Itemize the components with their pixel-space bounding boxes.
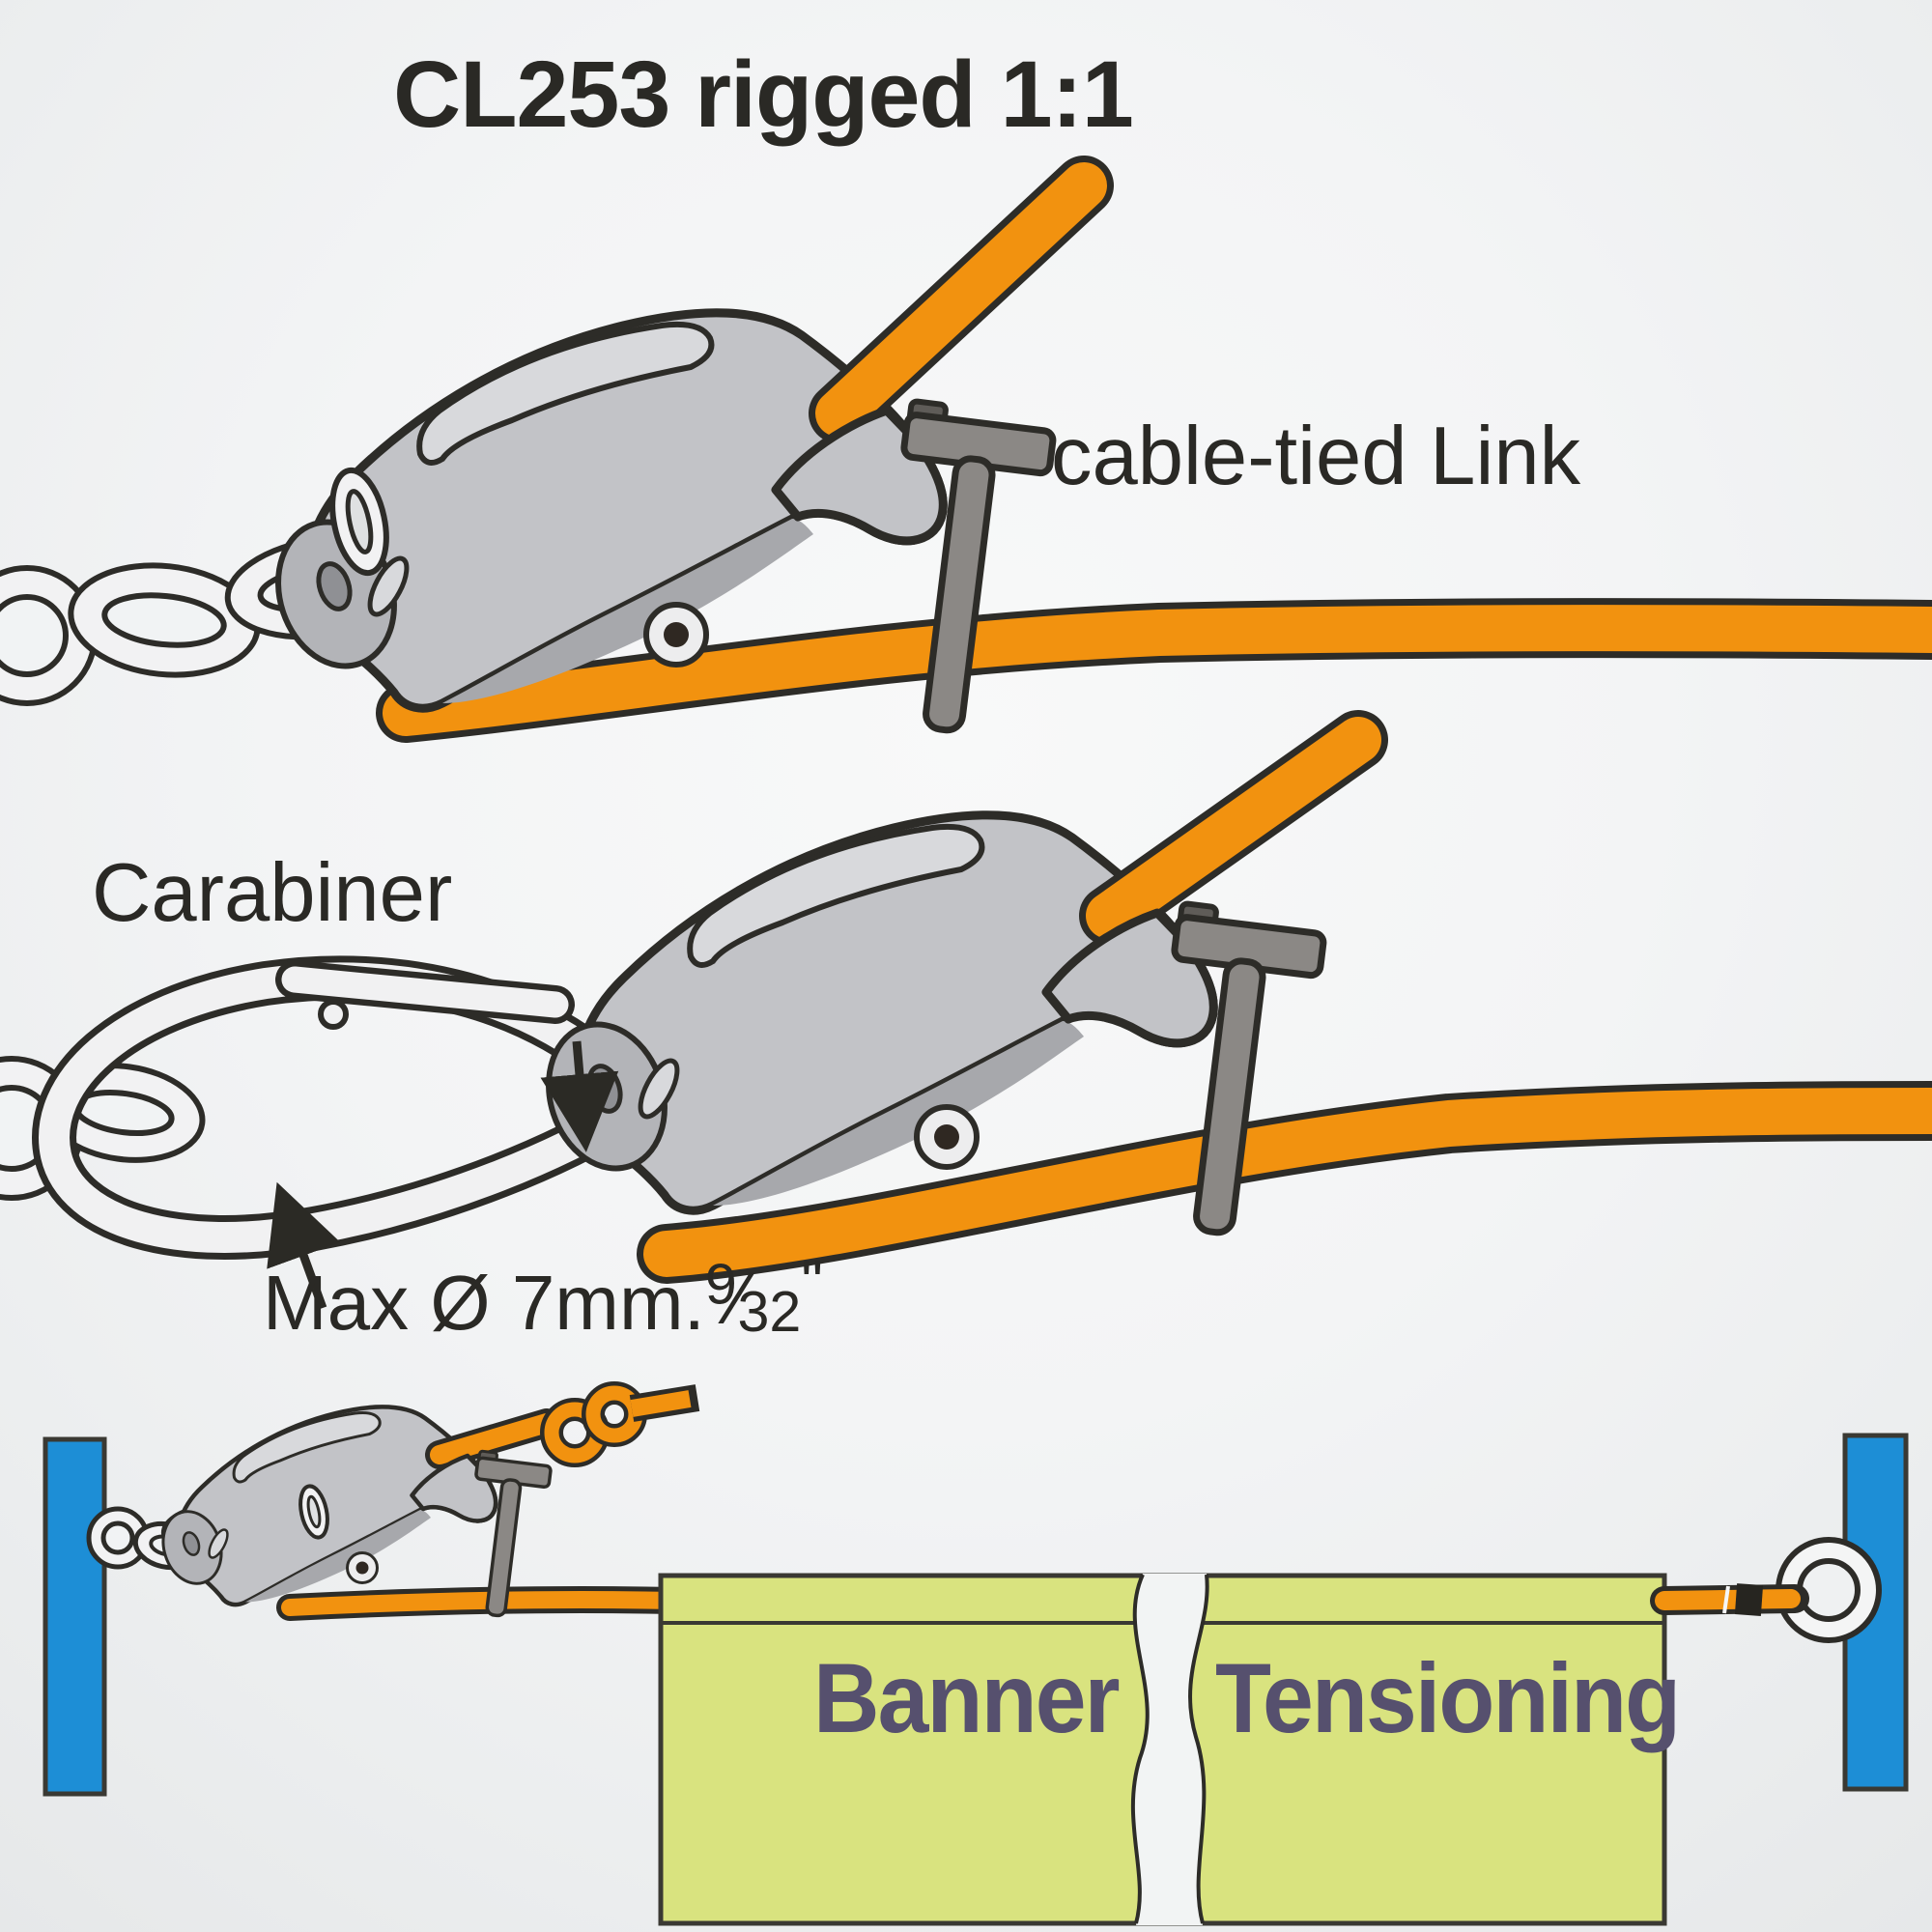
scene-cable-tied-link [0, 156, 1932, 743]
cable-tie-loop-small [298, 1484, 329, 1540]
label-cable-tied-link: cable-tied Link [1051, 411, 1581, 502]
scene-banner-tensioning [43, 1381, 1909, 1926]
attachment-ring [1776, 1537, 1882, 1643]
rope-horizontal-top [376, 598, 1932, 743]
cable-tie-loop [329, 467, 389, 577]
banner-tear [1132, 1574, 1208, 1925]
rope-end-right [1650, 1583, 1809, 1616]
rope-tail-middle [1079, 710, 1388, 946]
label-max-diameter: Max Ø 7mm.9⁄32" [263, 1247, 823, 1346]
arrow-up-icon [267, 1181, 341, 1310]
rope-tail-top [809, 156, 1114, 443]
rope-tail-small-with-knot [425, 1381, 700, 1469]
label-carabiner: Carabiner [92, 847, 453, 939]
rope-horizontal-middle [637, 1081, 1932, 1284]
banner-graphic [658, 1573, 1667, 1926]
tensioning-text: Tensioning [1215, 1643, 1681, 1753]
banner-text: Banner [813, 1643, 1121, 1753]
annotation-arrows [267, 1040, 619, 1310]
rope-whipping [1734, 1583, 1764, 1616]
arrow-down-icon [540, 1040, 619, 1152]
carabiner-illustration [32, 955, 652, 1260]
scene-carabiner [0, 710, 1932, 1310]
left-post [43, 1436, 107, 1797]
rope-horizontal-small [276, 1585, 690, 1621]
page-title: CL253 rigged 1:1 [393, 42, 1134, 147]
